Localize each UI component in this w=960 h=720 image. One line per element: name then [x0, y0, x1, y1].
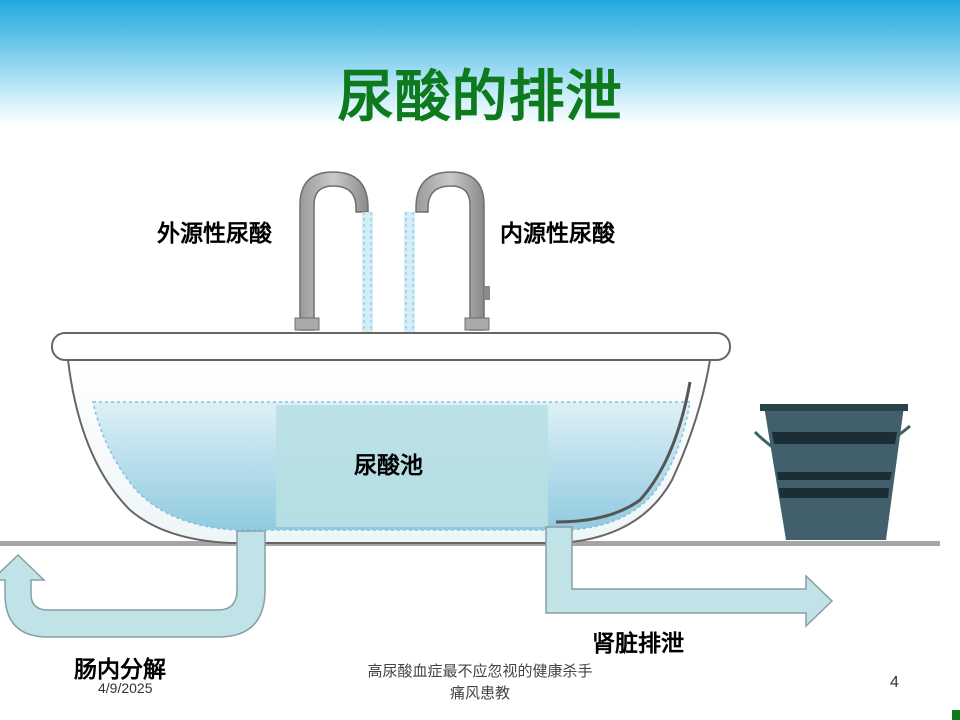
endogenous-uric-acid-label: 内源性尿酸 [500, 221, 615, 247]
uric-acid-pool-box [276, 405, 548, 527]
intestinal-breakdown-label: 肠内分解 [74, 657, 166, 683]
renal-excretion-label: 肾脏排泄 [592, 631, 684, 657]
uric-acid-pool-label: 尿酸池 [354, 453, 423, 479]
faucet-icon [294, 171, 369, 331]
bucket-icon [753, 404, 911, 540]
arrow-icon [545, 526, 834, 628]
footer-date: 4/9/2025 [98, 680, 153, 696]
footer-title: 高尿酸血症最不应忽视的健康杀手 痛风患教 [320, 660, 640, 704]
arrow-icon [0, 530, 266, 638]
footer-title-line1: 高尿酸血症最不应忽视的健康杀手 [367, 662, 593, 680]
exogenous-uric-acid-label: 外源性尿酸 [157, 221, 272, 247]
header-band [0, 0, 960, 125]
corner-mark [952, 710, 960, 720]
page-number: 4 [890, 674, 899, 691]
faucet-icon [415, 171, 490, 331]
slide-title: 尿酸的排泄 [337, 65, 623, 130]
footer-title-line2: 痛风患教 [449, 684, 510, 702]
